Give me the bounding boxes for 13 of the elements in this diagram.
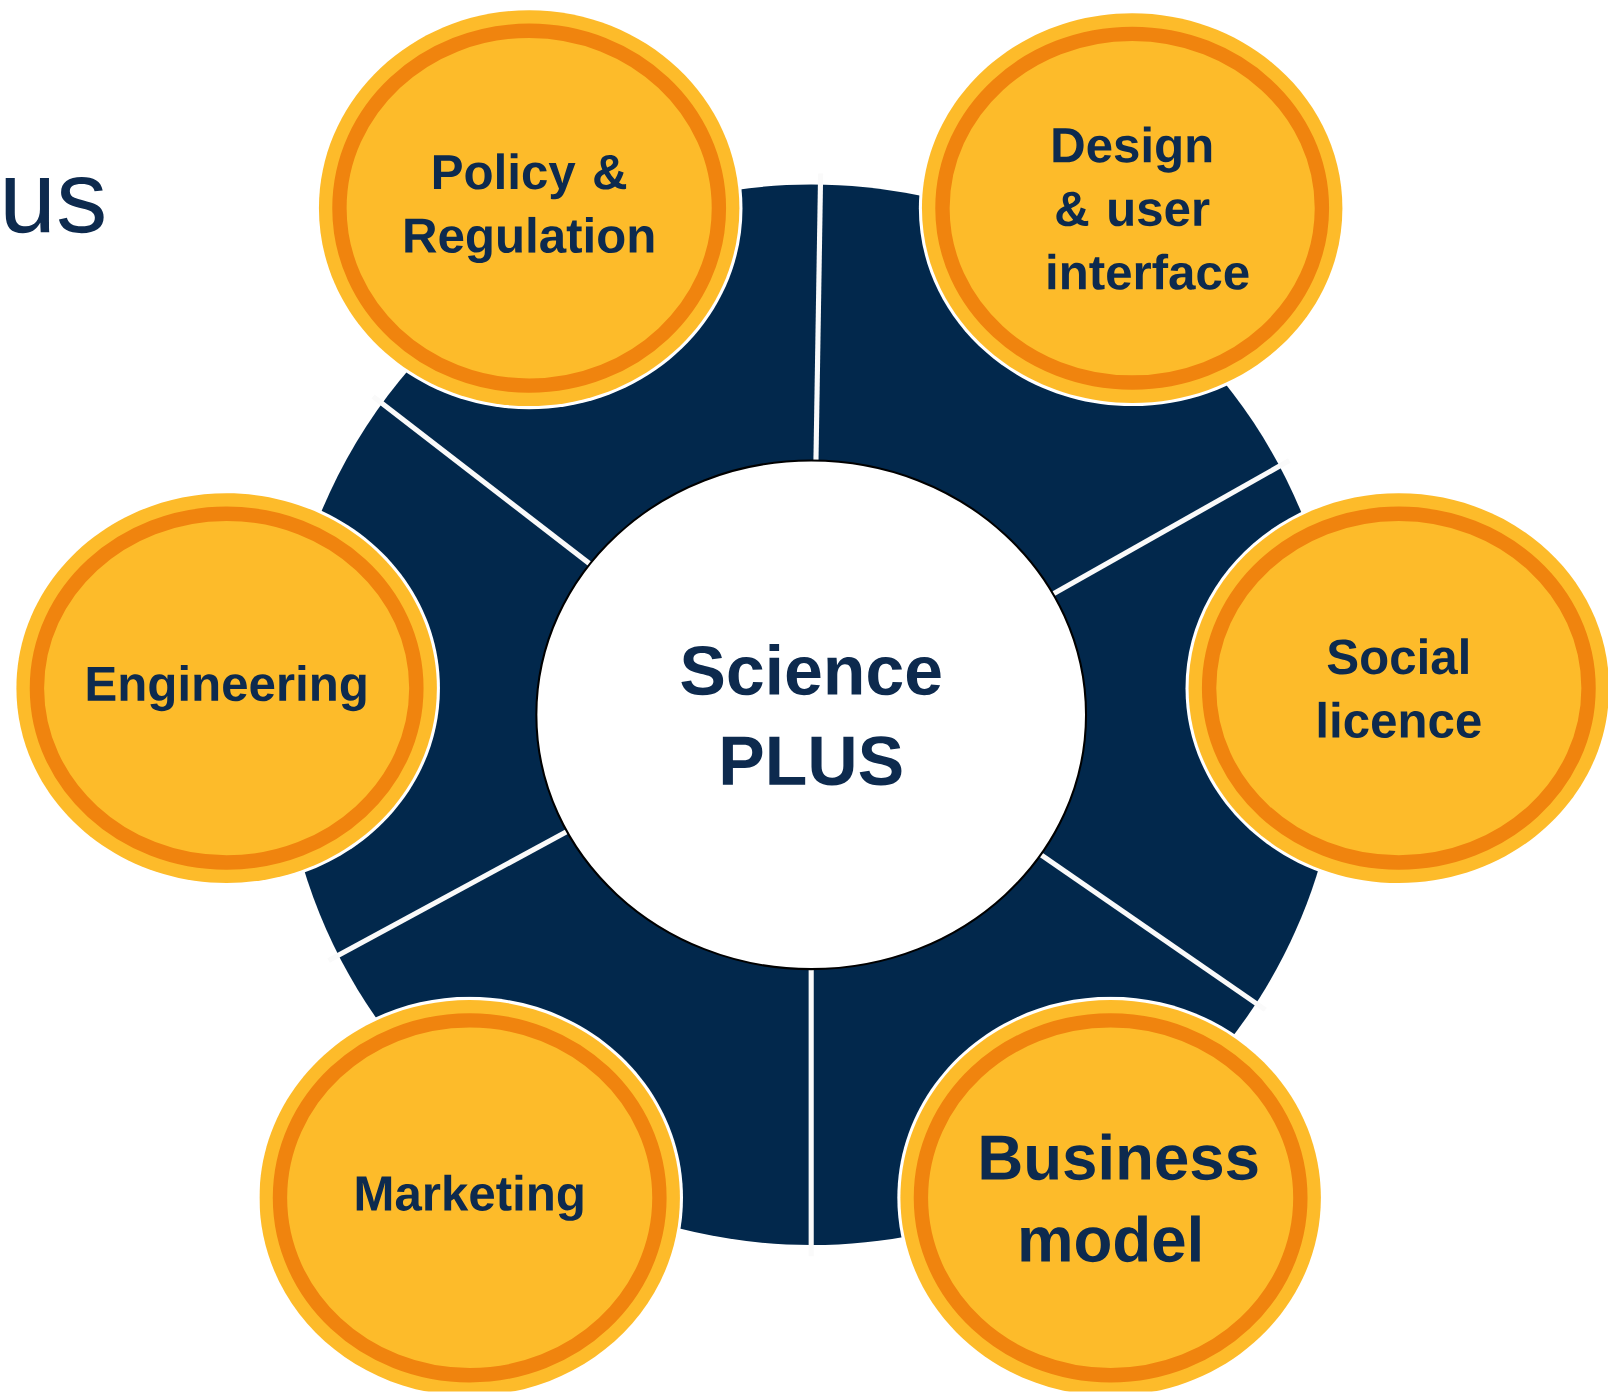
circle-node: Engineering — [13, 490, 440, 887]
circle-node: Policy & Regulation — [315, 7, 743, 410]
node-label: Engineering — [87, 665, 366, 712]
node-label: Business model — [981, 1133, 1258, 1263]
circle-node: Business model — [897, 997, 1324, 1392]
title-text: us — [5, 177, 104, 234]
circle-node: Design & user interface — [918, 10, 1346, 407]
node-label: Marketing — [356, 1174, 583, 1222]
node-label: Policy & Regulation — [405, 153, 654, 264]
circle-node: Marketing — [256, 997, 683, 1392]
node-label: Design & user interface — [1048, 126, 1249, 291]
node-label: Social licence — [1318, 638, 1481, 739]
circle-node: Social licence — [1185, 490, 1608, 887]
